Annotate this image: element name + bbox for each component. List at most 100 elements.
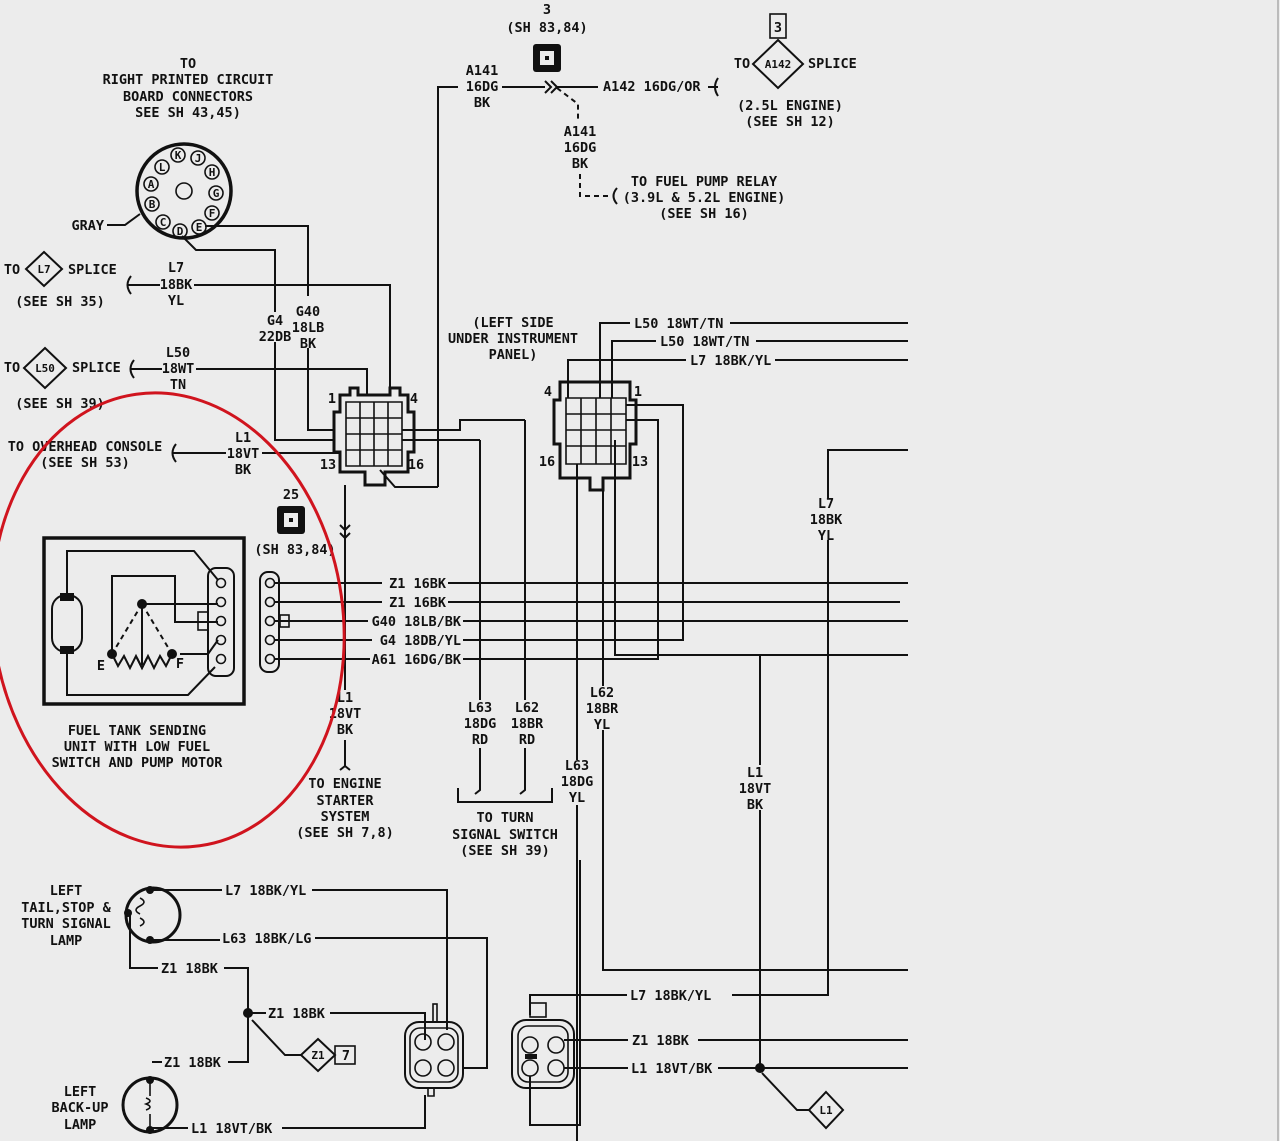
connector-3-group: 3 (SH 83,84) bbox=[506, 2, 588, 72]
wire-label: L62 bbox=[515, 700, 539, 716]
splice-z1-diamond: Z1 7 bbox=[299, 1037, 356, 1073]
note: PANEL) bbox=[489, 347, 538, 363]
note: STARTER bbox=[317, 793, 375, 809]
wire-label: 18VT bbox=[329, 706, 362, 722]
pin-number: 1 bbox=[328, 391, 336, 407]
splice-label: SPLICE bbox=[808, 56, 857, 72]
connector-25-sheet: (SH 83,84) bbox=[254, 542, 335, 558]
gray-label: GRAY bbox=[71, 218, 104, 234]
pin-label: F bbox=[209, 207, 216, 220]
wire-label: L7 18BK/YL bbox=[690, 353, 771, 369]
connector-3-number: 3 bbox=[543, 2, 551, 18]
note: (SEE SH 53) bbox=[40, 455, 129, 471]
wire-label: L1 bbox=[747, 765, 763, 781]
wire-label: RD bbox=[472, 732, 488, 748]
wire-l62-yl bbox=[602, 490, 908, 971]
wire-label: 18BK bbox=[810, 512, 843, 528]
splice-dot bbox=[755, 1063, 765, 1073]
splice-to: TO bbox=[4, 262, 20, 278]
note: TO bbox=[180, 56, 196, 72]
connector-25-number: 25 bbox=[283, 487, 299, 503]
wire-label: L7 18BK/YL bbox=[225, 883, 306, 899]
wire-l50 bbox=[129, 359, 368, 395]
pin-number: 4 bbox=[544, 384, 552, 400]
component-label: FUEL TANK SENDING bbox=[68, 723, 206, 739]
fuel-tank-sending-unit bbox=[42, 536, 246, 706]
splice-l1-diamond: L1 bbox=[807, 1090, 845, 1130]
component-label: BACK-UP bbox=[52, 1100, 109, 1116]
pin-label: G bbox=[213, 187, 220, 200]
wire-label: L1 bbox=[337, 690, 353, 706]
wire-end bbox=[612, 187, 618, 205]
splice-id: A142 bbox=[765, 58, 792, 71]
note: RIGHT PRINTED CIRCUIT bbox=[103, 72, 274, 88]
wire-label: 16DG bbox=[564, 140, 597, 156]
pin-number: 1 bbox=[634, 384, 642, 400]
note: (SEE SH 16) bbox=[659, 206, 748, 222]
pin-number: 16 bbox=[539, 454, 555, 470]
wire-label: 18BR bbox=[511, 716, 544, 732]
splice-to: TO bbox=[734, 56, 750, 72]
wire-label: L63 bbox=[565, 758, 589, 774]
component-label: TURN SIGNAL bbox=[21, 916, 110, 932]
terminal-e-label: E bbox=[97, 658, 105, 674]
wire-label: A141 bbox=[466, 63, 499, 79]
pin-number: 4 bbox=[410, 391, 418, 407]
arrow-icon bbox=[107, 213, 141, 226]
wire-return bbox=[529, 860, 581, 1126]
pin-number: 13 bbox=[632, 454, 648, 470]
wire-label: BK bbox=[337, 722, 354, 738]
terminal-f-label: F bbox=[176, 656, 184, 672]
connector-25-icon bbox=[277, 506, 305, 534]
wire-label: Z1 16BK bbox=[389, 595, 447, 611]
wire-label: BK bbox=[572, 156, 589, 172]
component-label: LAMP bbox=[50, 933, 83, 949]
wire-z1-splice bbox=[248, 1012, 426, 1040]
splice-box: 3 bbox=[774, 20, 782, 36]
wire-a141-inline-connector bbox=[502, 80, 598, 94]
splice-id: L7 bbox=[37, 263, 50, 276]
note: (SEE SH 12) bbox=[745, 114, 834, 130]
wire-l1-backup bbox=[150, 1095, 426, 1129]
component-label: SWITCH AND PUMP MOTOR bbox=[52, 755, 224, 771]
wire-label: YL bbox=[818, 528, 834, 544]
wire-label: RD bbox=[519, 732, 535, 748]
wire-label: L62 bbox=[590, 685, 614, 701]
connector-3-sheet: (SH 83,84) bbox=[506, 20, 587, 36]
wire-label: YL bbox=[594, 717, 610, 733]
wire-a141-down bbox=[579, 174, 612, 197]
wire-label: A61 16DG/BK bbox=[372, 652, 462, 668]
wire-label: YL bbox=[168, 293, 184, 309]
wire-label: L50 18WT/TN bbox=[634, 316, 723, 332]
wire-label: YL bbox=[569, 790, 585, 806]
splice-a142-diamond: 3 A142 bbox=[751, 13, 805, 90]
wire-label: A141 bbox=[564, 124, 597, 140]
note: (3.9L & 5.2L ENGINE) bbox=[623, 190, 786, 206]
connector-left-16pin bbox=[332, 386, 525, 530]
wire-label: 18VT bbox=[739, 781, 772, 797]
highlight-circle bbox=[0, 391, 346, 849]
note: (SEE SH 39) bbox=[15, 396, 104, 412]
wire-label: BK bbox=[747, 797, 764, 813]
connector-right-16pin bbox=[552, 380, 638, 492]
pin-number: 13 bbox=[320, 457, 336, 473]
connector-4pin-left bbox=[404, 1003, 464, 1097]
wire-label: Z1 18BK bbox=[161, 961, 219, 977]
note: TO TURN bbox=[477, 810, 534, 826]
pin-label: D bbox=[177, 225, 184, 238]
wire-label: L63 18BK/LG bbox=[222, 931, 311, 947]
note: BOARD CONNECTORS bbox=[123, 89, 253, 105]
note: TO FUEL PUMP RELAY bbox=[631, 174, 778, 190]
wire-turn-signal bbox=[457, 420, 553, 803]
component-label: LEFT bbox=[64, 1084, 97, 1100]
wire-label: Z1 18BK bbox=[632, 1033, 690, 1049]
wire-l7-tail bbox=[153, 889, 448, 1030]
pin-label: J bbox=[195, 152, 202, 165]
pin-label: K bbox=[175, 149, 182, 162]
wire-l7-right bbox=[567, 359, 908, 398]
wire-label: G4 18DB/YL bbox=[380, 633, 461, 649]
wire-label: Z1 18BK bbox=[268, 1006, 326, 1022]
wire-l7-vert bbox=[732, 449, 908, 996]
wire-label: L1 18VT/BK bbox=[191, 1121, 273, 1137]
